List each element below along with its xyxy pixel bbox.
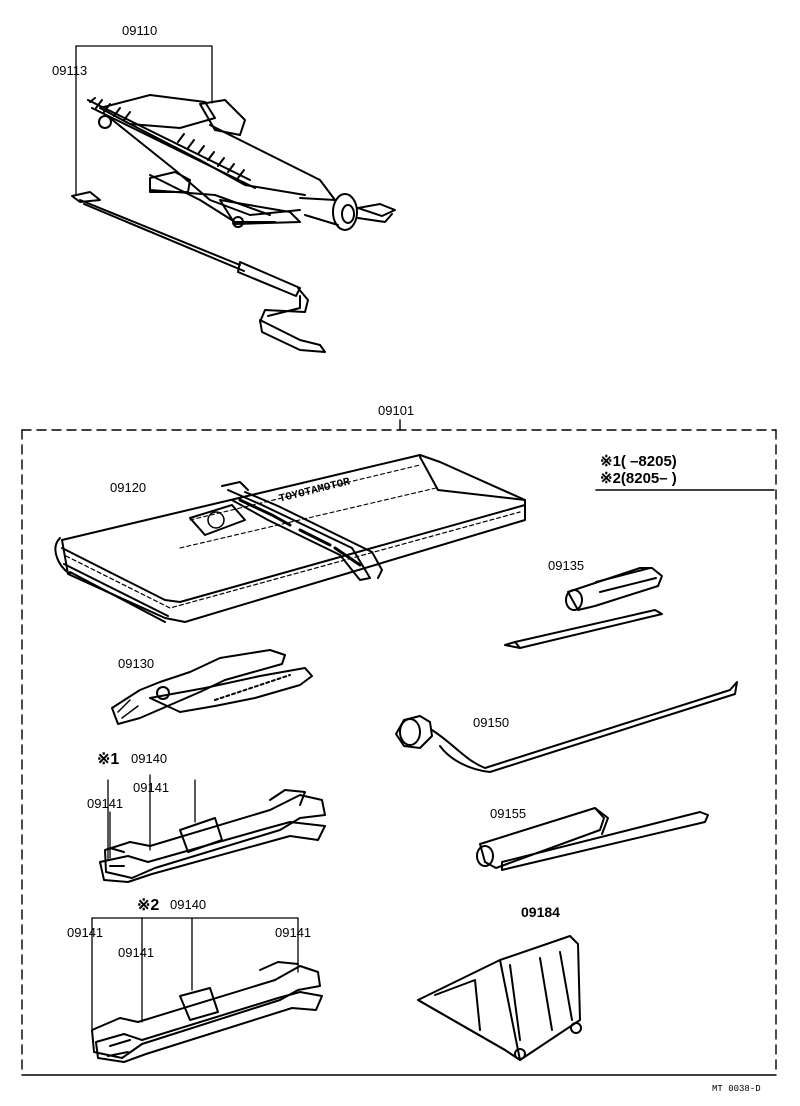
note-line-1: ※1( –8205): [600, 453, 677, 470]
leader-lines-jack: [75, 45, 213, 195]
lug-wrench: [395, 681, 738, 773]
footer-code: MT 0038-D: [712, 1084, 761, 1094]
label-screwdriver: 09135: [548, 558, 585, 573]
pliers: [111, 649, 313, 725]
label-jack-assy: 09110: [122, 23, 158, 38]
label-plug-wrench: 09155: [490, 806, 527, 821]
label-wrench-set-2-center: 09141: [118, 945, 155, 960]
label-tool-kit: 09101: [378, 403, 415, 418]
label-tool-bag: 09120: [110, 480, 147, 495]
tool-bag: [54, 454, 526, 623]
label-wrench-set-1-left: 09141: [87, 796, 124, 811]
wrench-set-1: [99, 789, 326, 883]
wheel-chock: [417, 935, 582, 1061]
label-lug-wrench: 09150: [473, 715, 510, 730]
screwdriver: [504, 567, 663, 649]
label-pliers: 09130: [118, 656, 155, 671]
mark-set2: ※2: [137, 897, 160, 914]
label-jack-handle: 09113: [52, 63, 88, 78]
leader-lines-set1: [107, 774, 196, 861]
label-wrench-set-2-right: 09141: [275, 925, 312, 940]
plug-wrench: [476, 807, 709, 871]
label-wrench-set-1: 09140: [131, 751, 168, 766]
scissor-jack: [87, 94, 396, 231]
mark-set1: ※1: [97, 751, 120, 768]
label-wrench-set-2: 09140: [170, 897, 207, 912]
leader-lines-set2: [91, 917, 299, 1031]
label-wrench-set-2-left: 09141: [67, 925, 104, 940]
jack-handle: [71, 191, 326, 353]
label-wrench-set-1-center: 09141: [133, 780, 170, 795]
note-line-2: ※2(8205– ): [600, 470, 677, 487]
tool-kit-frame: [21, 419, 777, 1076]
label-wheel-chock: 09184: [521, 904, 560, 920]
wrench-set-2: [91, 961, 323, 1063]
